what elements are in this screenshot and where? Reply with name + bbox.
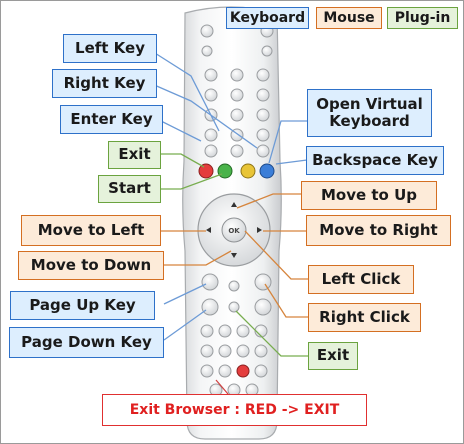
connector-lines-plugin xyxy=(155,153,308,357)
legend-plugin: Plug-in xyxy=(387,7,458,29)
label-page-up-key: Page Up Key xyxy=(10,291,155,320)
label-exit-plugin: Exit xyxy=(108,141,161,169)
connector-line-exit-note xyxy=(215,379,229,395)
remote-power-button-left xyxy=(200,24,214,38)
media-buttons xyxy=(200,324,268,397)
exit-browser-note: Exit Browser : RED -> EXIT xyxy=(102,394,367,426)
label-move-to-right: Move to Right xyxy=(306,215,451,246)
blue-button xyxy=(259,163,275,179)
label-right-key: Right Key xyxy=(52,69,157,98)
number-keypad xyxy=(204,68,270,158)
red-button xyxy=(198,163,214,179)
label-move-to-down: Move to Down xyxy=(18,251,164,280)
legend-keyboard: Keyboard xyxy=(226,7,309,29)
label-left-key: Left Key xyxy=(63,34,157,63)
connector-lines-mouse xyxy=(161,193,308,318)
remote-mid-button-4 xyxy=(254,298,272,316)
dpad-left-arrow xyxy=(206,227,211,233)
label-exit-bottom: Exit xyxy=(308,342,358,370)
page-up-button xyxy=(201,273,219,291)
svg-text:OK: OK xyxy=(228,227,240,235)
remote-mid-button-1 xyxy=(228,280,240,292)
label-start: Start xyxy=(98,175,161,203)
label-move-to-left: Move to Left xyxy=(21,215,161,246)
label-open-virtual-keyboard: Open Virtual Keyboard xyxy=(307,89,432,137)
dpad-right-arrow xyxy=(257,227,262,233)
yellow-button xyxy=(240,163,256,179)
record-button xyxy=(236,364,250,378)
label-right-click: Right Click xyxy=(308,303,421,332)
remote-mid-button-2 xyxy=(228,301,240,313)
page-down-button xyxy=(201,298,219,316)
label-move-to-up: Move to Up xyxy=(301,181,437,210)
remote-top-button-1 xyxy=(201,45,213,57)
green-button xyxy=(217,163,233,179)
label-enter-key: Enter Key xyxy=(60,105,163,134)
remote-mid-button-3 xyxy=(254,273,272,291)
dpad-up-arrow xyxy=(231,202,237,207)
legend-mouse: Mouse xyxy=(316,7,382,29)
label-page-down-key: Page Down Key xyxy=(9,327,164,358)
connector-lines-keyboard xyxy=(146,47,309,341)
dpad-ok-button xyxy=(221,217,247,243)
label-left-click: Left Click xyxy=(308,265,414,294)
remote-top-button-2 xyxy=(261,45,273,57)
label-backspace-key: Backspace Key xyxy=(306,146,444,175)
dpad-down-arrow xyxy=(231,253,237,258)
